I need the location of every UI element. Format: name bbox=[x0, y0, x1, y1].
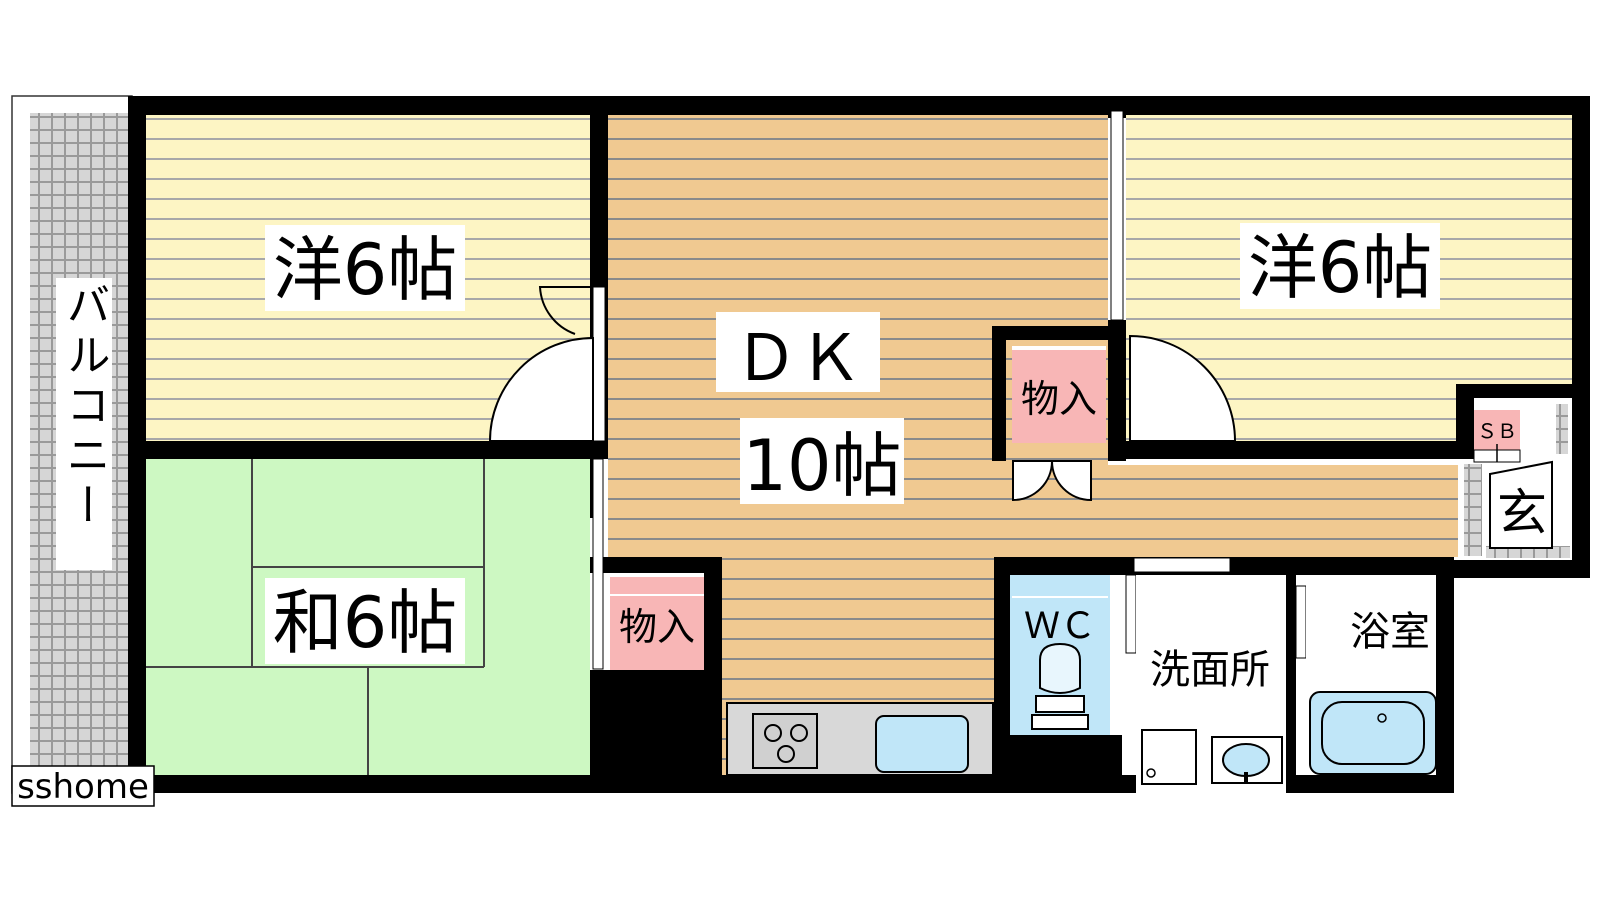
tatami-seams bbox=[146, 459, 485, 775]
wall-openings bbox=[592, 110, 1307, 670]
door-left-room bbox=[488, 336, 594, 442]
japanese-room: 和6帖 bbox=[146, 459, 590, 775]
closet-center-label: 物入 bbox=[1021, 377, 1097, 421]
shoebox-label: ＳＢ bbox=[1477, 419, 1517, 443]
bath-label: 浴室 bbox=[1350, 609, 1430, 655]
entrance-area: ＳＢ 玄 bbox=[1464, 398, 1572, 560]
washroom-label: 洗面所 bbox=[1150, 647, 1270, 693]
balcony-label: バルコニー bbox=[59, 282, 110, 532]
watermark: sshome bbox=[11, 765, 155, 807]
dk-room: ＤＫ 10帖 bbox=[608, 115, 1458, 775]
toilet bbox=[1039, 642, 1081, 694]
burner bbox=[790, 724, 808, 742]
kitchen-counter bbox=[726, 702, 994, 776]
western-room-right-label: 洋6帖 bbox=[1248, 227, 1433, 309]
door-right-room bbox=[1129, 334, 1237, 442]
door-closet-right bbox=[1050, 460, 1092, 502]
doors bbox=[488, 286, 1359, 659]
watermark-text: sshome bbox=[17, 767, 149, 807]
closet-center: 物入 bbox=[1012, 346, 1106, 443]
kitchen-sink bbox=[875, 715, 969, 773]
wall-mass bbox=[128, 96, 1590, 793]
toilet-tank bbox=[1035, 695, 1085, 713]
balcony: バルコニー bbox=[11, 95, 133, 794]
closet-lower-label: 物入 bbox=[619, 605, 695, 649]
western-room-left-label: 洋6帖 bbox=[273, 229, 458, 311]
dk-size-label: 10帖 bbox=[742, 425, 901, 507]
japanese-room-label: 和6帖 bbox=[273, 582, 458, 664]
burner bbox=[764, 724, 782, 742]
wc-room: ＷＣ bbox=[1010, 575, 1110, 735]
wash-basin bbox=[1222, 743, 1270, 777]
door-left-room-leaf bbox=[538, 286, 593, 335]
washroom: 洗面所 bbox=[1136, 575, 1286, 793]
washing-machine-pan bbox=[1141, 729, 1197, 785]
dk-label: ＤＫ bbox=[734, 322, 862, 396]
burner bbox=[777, 745, 795, 763]
entrance-label: 玄 bbox=[1497, 484, 1547, 542]
closet-lower: 物入 bbox=[610, 577, 704, 670]
wc-label: ＷＣ bbox=[1024, 606, 1096, 647]
entrance-door bbox=[1489, 460, 1553, 549]
bath-room: 浴室 bbox=[1306, 575, 1437, 775]
stove bbox=[752, 713, 818, 769]
